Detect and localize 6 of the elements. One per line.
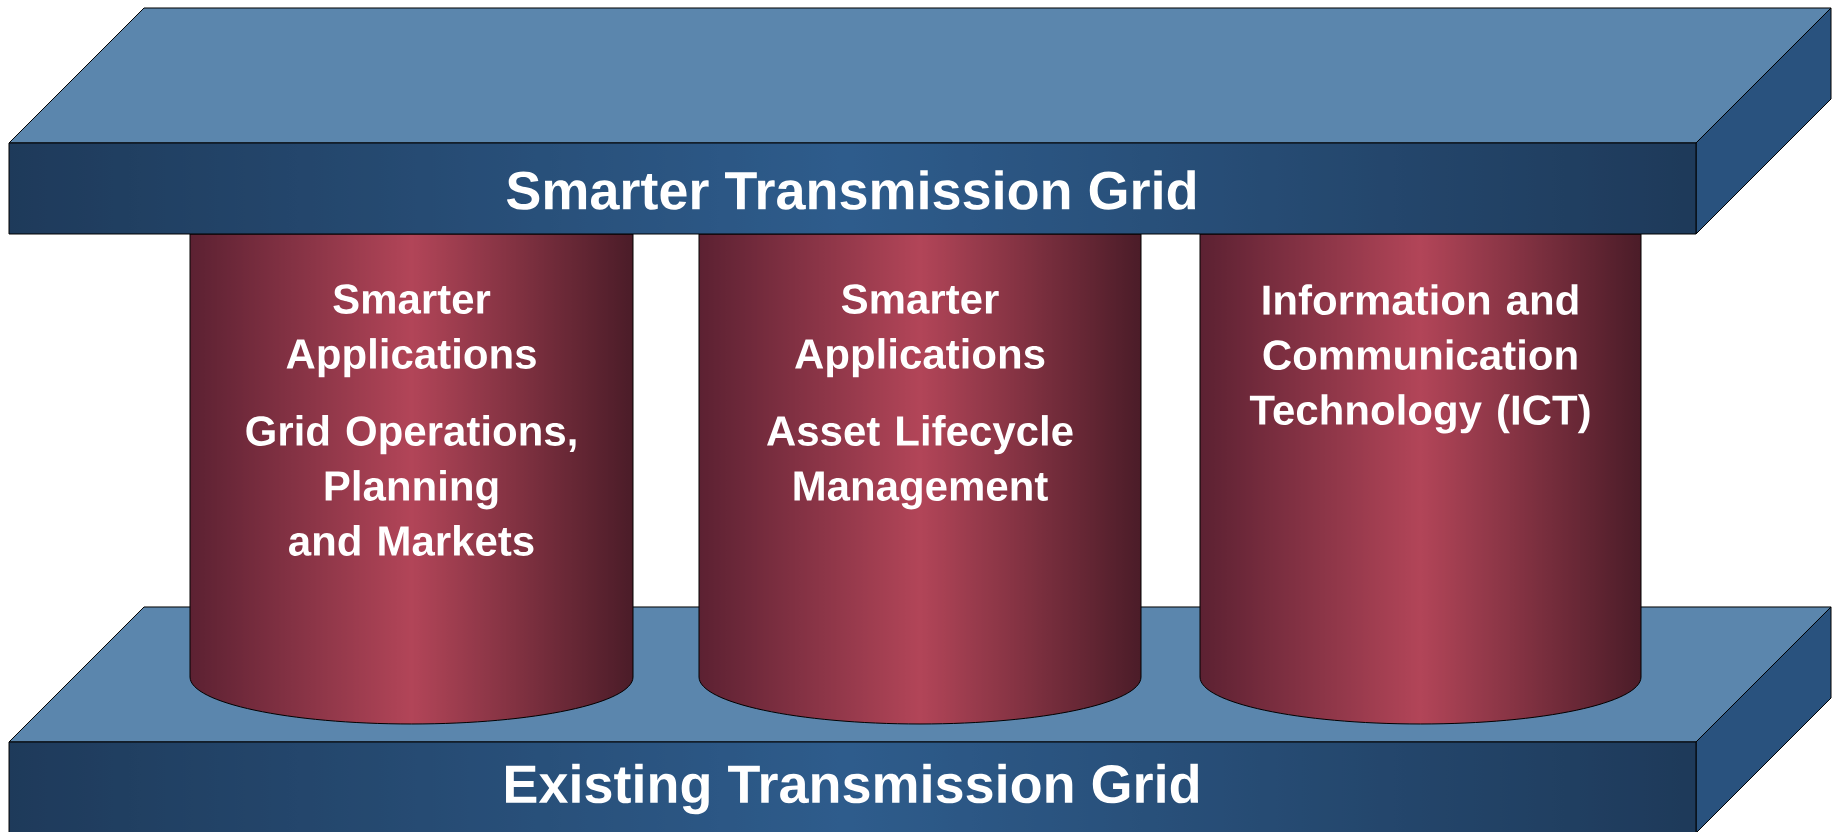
node-label: Existing Transmission Grid	[506, 763, 1199, 815]
node-label: Smarter Transmission Grid	[506, 170, 1195, 210]
cylinder: Information and Communication Technology (ICT)	[1199, 233, 1642, 725]
slab: Smarter Transmission Grid	[8, 7, 1832, 235]
cylinder: Smarter Applications Grid Operations, Planning and Markets	[189, 233, 634, 725]
cylinder: Smarter Applications Asset Lifecycle Management	[698, 233, 1142, 725]
